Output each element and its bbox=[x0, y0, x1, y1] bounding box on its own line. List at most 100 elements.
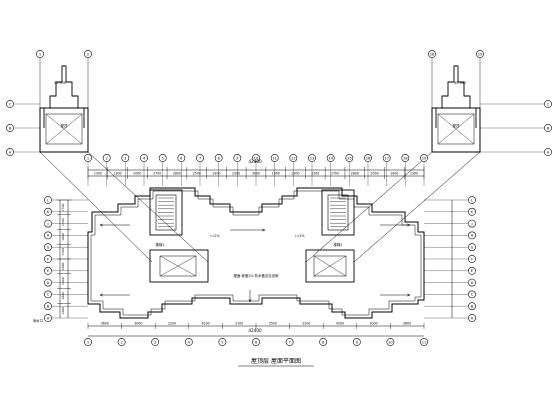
axis-left-A-circle bbox=[44, 314, 52, 322]
axis-left-E-label: E bbox=[47, 269, 50, 273]
building-outline bbox=[87, 187, 425, 319]
x-mark bbox=[437, 113, 475, 145]
axis-top-16-circle bbox=[364, 154, 372, 162]
axis-top-13-label: 13 bbox=[310, 156, 315, 160]
axis-left-K-label: K bbox=[47, 210, 50, 214]
detail-room-inner bbox=[45, 113, 83, 145]
axis-top-6-label: 6 bbox=[180, 156, 183, 160]
detail-axis-left-B-label: B bbox=[9, 126, 12, 130]
axis-top-16-label: 16 bbox=[366, 156, 371, 160]
top-dim-1: 1900 bbox=[114, 172, 122, 176]
axis-bottom-8-label: 8 bbox=[322, 340, 325, 344]
axis-right-C-label: C bbox=[471, 293, 474, 297]
detail-axis-right-B-label: B bbox=[547, 126, 550, 130]
axis-left-A-label: A bbox=[47, 316, 50, 320]
axis-right-J-label: J bbox=[470, 222, 472, 226]
axis-left-C-label: C bbox=[47, 293, 50, 297]
axis-top-2-circle bbox=[102, 154, 111, 162]
left-dim-3: 3700 bbox=[61, 248, 65, 256]
axis-top-14-circle bbox=[326, 154, 335, 162]
axis-left-K-circle bbox=[44, 207, 52, 216]
axis-right-K-label: K bbox=[471, 210, 474, 214]
bottom-dim-5: 2500 bbox=[269, 322, 277, 326]
detail-room bbox=[39, 107, 89, 153]
detail-axis-top-right-18-label: 18 bbox=[430, 52, 435, 56]
axis-bottom-5-circle bbox=[218, 338, 227, 346]
axis-bottom-2-label: 2 bbox=[120, 340, 122, 344]
top-dim-3: 2700 bbox=[153, 172, 161, 176]
axis-top-7-circle bbox=[196, 154, 204, 162]
detail-axis-left-A-label: A bbox=[9, 150, 12, 154]
x-mark bbox=[159, 255, 197, 277]
axis-left-J-circle bbox=[44, 219, 52, 228]
axis-bottom-11-label: 11 bbox=[422, 340, 427, 344]
stair-core-left bbox=[149, 189, 183, 236]
axis-left-C-circle bbox=[44, 290, 52, 299]
axis-bottom-10-circle bbox=[386, 338, 395, 346]
leader-line bbox=[353, 151, 481, 263]
drain-arrow-head bbox=[99, 223, 103, 227]
elevation-right: 45.900 bbox=[454, 81, 466, 85]
axis-right-G-label: G bbox=[471, 246, 474, 250]
axis-top-17-circle bbox=[382, 154, 391, 162]
stair-left-inner bbox=[155, 194, 177, 231]
axis-top-3-label: 3 bbox=[124, 156, 126, 160]
drain-arrow-head bbox=[262, 228, 266, 232]
bottom-dim-2: 2200 bbox=[168, 322, 176, 326]
detail-axis-left-A-circle bbox=[6, 148, 14, 156]
axis-top-18-label: 18 bbox=[403, 156, 408, 160]
axis-left-L-circle bbox=[44, 196, 52, 204]
axis-top-9-label: 9 bbox=[236, 156, 239, 160]
top-overall-dim: 42400 bbox=[248, 159, 262, 164]
top-dim-12: 2700 bbox=[331, 172, 339, 176]
axis-top-4-label: 4 bbox=[143, 156, 146, 160]
bottom-dim-7: 4200 bbox=[336, 322, 344, 326]
axis-left-J-label: J bbox=[46, 222, 48, 226]
axis-top-7-label: 7 bbox=[199, 156, 201, 160]
axis-right-F-circle bbox=[468, 255, 476, 263]
axis-top-12-label: 12 bbox=[291, 156, 296, 160]
axis-top-13-circle bbox=[308, 154, 316, 162]
machine-room-right bbox=[305, 249, 355, 283]
parapet-line bbox=[90, 190, 422, 316]
top-dim-4: 2800 bbox=[173, 172, 181, 176]
top-dim-14: 2000 bbox=[371, 172, 379, 176]
drawing-title: 屋顶层 屋面平面图 bbox=[251, 358, 301, 365]
drain-arrow-head bbox=[407, 223, 411, 227]
roof-slope-left: i=2% bbox=[210, 234, 220, 238]
axis-top-12-circle bbox=[289, 154, 298, 162]
detail-axis-top-left-2-label: 2 bbox=[87, 52, 89, 56]
axis-top-9-circle bbox=[233, 154, 242, 162]
axis-left-F-circle bbox=[44, 255, 52, 263]
axis-top-1-label: 1 bbox=[87, 156, 89, 160]
top-dim-5: 2500 bbox=[193, 172, 201, 176]
axis-right-H-circle bbox=[468, 231, 476, 240]
left-dim-5: 1600 bbox=[61, 277, 65, 285]
axis-top-18-circle bbox=[401, 154, 410, 162]
axis-bottom-9-label: 9 bbox=[356, 340, 359, 344]
axis-bottom-3-label: 3 bbox=[154, 340, 156, 344]
axis-top-8-label: 8 bbox=[218, 156, 221, 160]
axis-bottom-4-circle bbox=[184, 338, 193, 346]
axis-left-F-label: F bbox=[47, 257, 49, 261]
top-dim-8: 3000 bbox=[252, 172, 260, 176]
left-dim-1: 1500 bbox=[61, 218, 65, 226]
stair-label-right: 楼梯2 bbox=[334, 242, 343, 247]
bottom-dim-3: 4200 bbox=[202, 322, 210, 326]
detail-label-right: 屋顶 bbox=[453, 123, 460, 128]
axis-top-1-circle bbox=[84, 154, 92, 162]
detail-label-left: 屋顶 bbox=[61, 123, 68, 128]
top-dim-11: 2200 bbox=[311, 172, 319, 176]
axis-top-14-label: 14 bbox=[328, 156, 333, 160]
leader-line bbox=[87, 151, 209, 263]
axis-top-2-label: 2 bbox=[106, 156, 108, 160]
detail-axis-left-B-circle bbox=[6, 124, 14, 132]
detail-outline bbox=[43, 65, 85, 128]
axis-top-4-circle bbox=[140, 154, 148, 162]
axis-right-G-circle bbox=[468, 243, 476, 252]
axis-top-10-circle bbox=[252, 154, 260, 162]
axis-top-19-label: 19 bbox=[422, 156, 427, 160]
